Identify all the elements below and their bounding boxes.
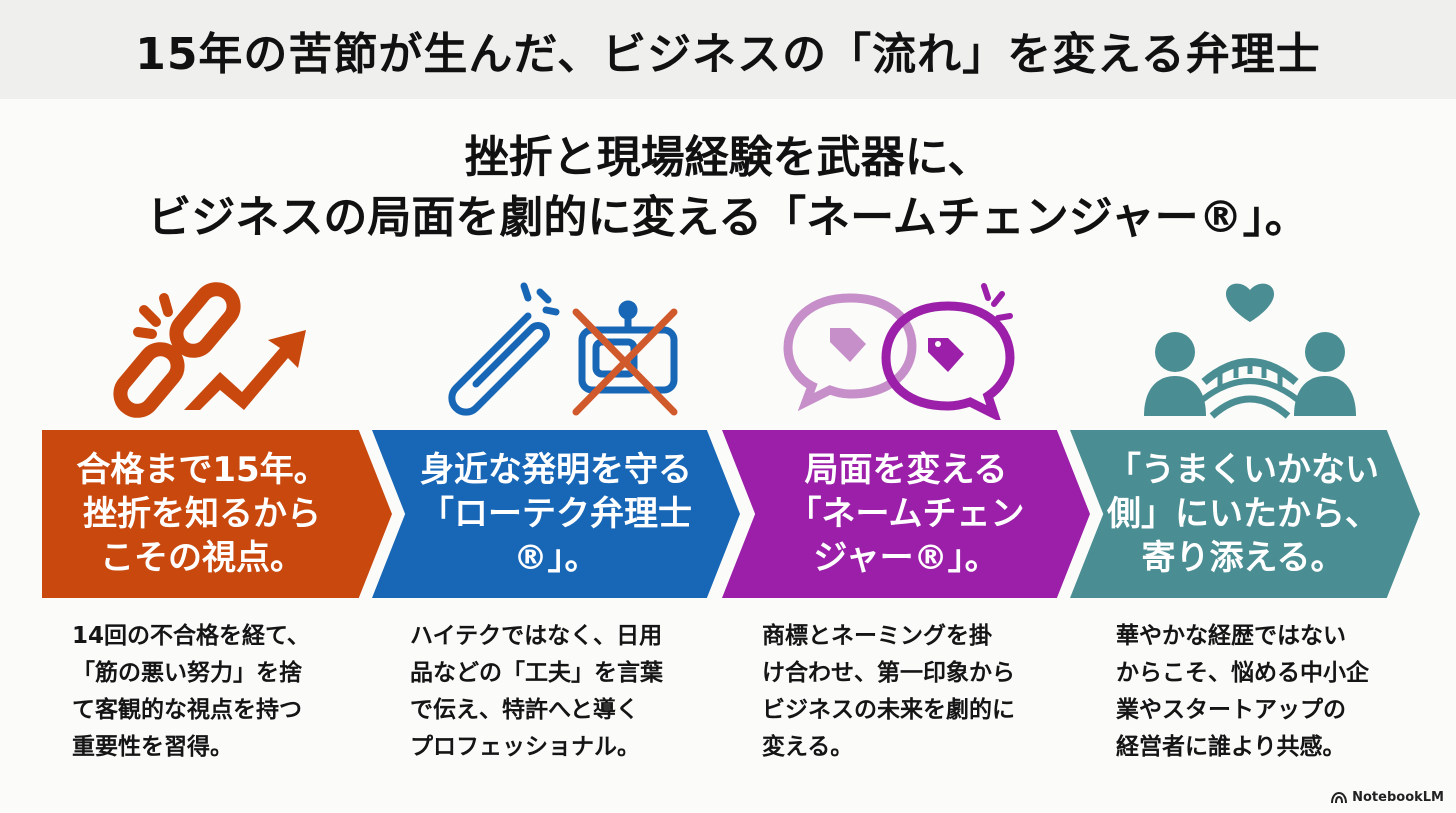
step-3-chevron: 局面を変える 「ネームチェン ジャー®」。 bbox=[722, 430, 1090, 598]
subtitle-line-2: ビジネスの局面を劇的に変える「ネームチェンジャー®」。 bbox=[147, 192, 1309, 243]
subtitle: 挫折と現場経験を武器に、 ビジネスの局面を劇的に変える「ネームチェンジャー®」。 bbox=[0, 128, 1456, 248]
notebooklm-logo-icon bbox=[1331, 791, 1348, 803]
brand-watermark: NotebookLM bbox=[1331, 790, 1444, 805]
step-3-description: 商標とネーミングを掛 け合わせ、第一印象から ビジネスの未来を劇的に 変える。 bbox=[762, 623, 1015, 760]
broken-chain-rising-arrow-icon bbox=[108, 270, 318, 420]
brand-name: NotebookLM bbox=[1352, 790, 1444, 805]
paperclip-crossed-robot-icon bbox=[432, 270, 682, 420]
step-2-description: ハイテクではなく、日用 品などの「工夫」を言葉 で伝え、特許へと導く プロフェッ… bbox=[410, 623, 663, 760]
people-bridge-heart-icon bbox=[1140, 270, 1360, 420]
header-bar: 15年の苦節が生んだ、ビジネスの「流れ」を変える弁理士 bbox=[0, 0, 1456, 99]
step-3-title: 局面を変える 「ネームチェン ジャー®」。 bbox=[787, 450, 1025, 578]
step-4-chevron: 「うまくいかない 側」にいたから、 寄り添える。 bbox=[1070, 430, 1420, 598]
step-4-title: 「うまくいかない 側」にいたから、 寄り添える。 bbox=[1107, 450, 1379, 578]
step-1-chevron: 合格まで15年。 挫折を知るから こその視点。 bbox=[42, 430, 392, 598]
step-2-title: 身近な発明を守る 「ローテク弁理士 ®」。 bbox=[420, 450, 692, 578]
speech-bubbles-tag-icon bbox=[780, 270, 1030, 420]
page-title: 15年の苦節が生んだ、ビジネスの「流れ」を変える弁理士 bbox=[135, 28, 1321, 80]
subtitle-line-1: 挫折と現場経験を武器に、 bbox=[464, 132, 992, 183]
step-1-description: 14回の不合格を経て、 「筋の悪い努力」を捨 て客観的な視点を持つ 重要性を習得… bbox=[72, 623, 310, 760]
step-1-title: 合格まで15年。 挫折を知るから こその視点。 bbox=[76, 450, 328, 578]
step-4-description: 華やかな経歴ではない からこそ、悩める中小企 業やスタートアップの 経営者に誰よ… bbox=[1116, 623, 1369, 760]
step-2-chevron: 身近な発明を守る 「ローテク弁理士 ®」。 bbox=[372, 430, 740, 598]
